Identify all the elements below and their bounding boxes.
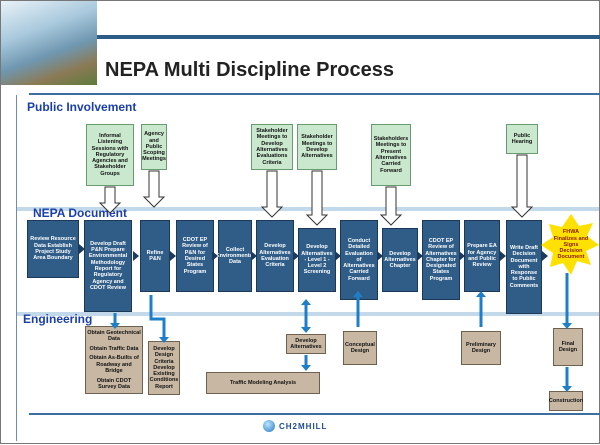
right-arrow-icon xyxy=(500,251,506,261)
ch2mhill-logo: CH2MHILL xyxy=(263,420,327,432)
nepa-box-develop-alternatives-screening: Develop Alternatives - Level 1 - Level 2… xyxy=(298,228,336,292)
engineering-box-obtain-data: Obtain Geotechnical Data Obtain Traffic … xyxy=(85,326,143,394)
globe-icon xyxy=(263,420,275,432)
engineering-box-conceptual-design: Conceptual Design xyxy=(343,331,377,365)
nepa-box-evaluation-criteria: Develop Alternatives Evaluation Criteria xyxy=(256,220,294,292)
down-arrow-icon xyxy=(98,186,122,214)
nepa-band-top xyxy=(17,207,599,211)
title-rule xyxy=(29,93,600,95)
fhwa-box-signs-decision: FHWA Finalizes and Signs Decision Docume… xyxy=(553,229,589,261)
footer-rule xyxy=(29,413,600,415)
engineering-box-design-criteria: Develop Design Criteria Develop Existing… xyxy=(148,341,180,395)
right-arrow-icon xyxy=(133,251,139,261)
right-arrow-icon xyxy=(293,251,299,261)
nepa-box-draft-decision-document: Write Draft Decision Document with Respo… xyxy=(506,220,542,314)
public-box-evaluation-criteria-meetings: Stakeholder Meetings to Develop Alternat… xyxy=(251,124,293,170)
section-nepa-document: NEPA Document xyxy=(33,206,128,220)
engineering-band xyxy=(17,312,599,316)
down-arrow-icon xyxy=(510,154,534,218)
right-arrow-icon xyxy=(542,251,548,261)
right-arrow-icon xyxy=(459,251,465,261)
eng-item-geotechnical: Obtain Geotechnical Data xyxy=(87,329,141,342)
public-box-public-hearing: Public Hearing xyxy=(506,124,538,154)
nepa-box-cdot-ep-review-alternatives: CDOT EP Review of Alternatives Chapter f… xyxy=(422,220,460,300)
title-bar xyxy=(97,35,600,39)
right-arrow-icon xyxy=(377,251,383,261)
engineering-box-develop-alternatives: Develop Alternatives xyxy=(286,334,326,354)
nepa-box-develop-draft-pn: Develop Draft P&N Prepare Environmental … xyxy=(84,220,132,312)
right-arrow-icon xyxy=(212,251,218,261)
right-arrow-icon xyxy=(417,251,423,261)
down-arrow-icon xyxy=(379,186,403,226)
public-box-listening-sessions: Informal Listening Sessions with Regulat… xyxy=(86,124,134,186)
right-arrow-icon xyxy=(79,244,85,254)
public-box-develop-alternatives-meetings: Stakeholder Meetings to Develop Alternat… xyxy=(297,124,337,170)
nepa-box-refine-pn: Refine P&N xyxy=(140,220,170,292)
public-box-scoping-meetings: Agency and Public Scoping Meetings xyxy=(141,124,167,170)
nepa-box-cdot-ep-review-pn: CDOT EP Review of P&N for Desired States… xyxy=(176,220,214,292)
down-arrow-icon xyxy=(260,170,284,218)
logo-text: CH2MHILL xyxy=(279,421,328,431)
left-rule xyxy=(16,95,17,441)
landscape-photo xyxy=(1,1,97,85)
engineering-box-final-design: Final Design xyxy=(553,328,583,366)
slide-title: NEPA Multi Discipline Process xyxy=(105,59,394,81)
nepa-box-review-resource-data: Review Resource Data Establish Project S… xyxy=(27,220,79,278)
down-arrow-icon xyxy=(142,170,166,208)
nepa-box-prepare-ea: Prepare EA for Agency and Public Review xyxy=(464,220,500,292)
engineering-box-traffic-modeling: Traffic Modeling Analysis xyxy=(206,372,320,394)
section-engineering: Engineering xyxy=(23,312,93,326)
engineering-box-preliminary-design: Preliminary Design xyxy=(461,331,501,365)
right-arrow-icon xyxy=(170,251,176,261)
section-public-involvement: Public Involvement xyxy=(27,100,137,114)
right-arrow-icon xyxy=(335,251,341,261)
eng-item-survey: Obtain CDOT Survey Data xyxy=(96,377,132,390)
eng-item-traffic: Obtain Traffic Data xyxy=(89,345,139,352)
down-arrow-icon xyxy=(305,170,329,226)
engineering-box-construction: Construction xyxy=(549,391,583,411)
eng-item-as-builts: Obtain As-Builts of Roadway and Bridge xyxy=(89,355,139,374)
public-box-present-alternatives-meetings: Stakeholders Meetings to Present Alterna… xyxy=(371,124,411,186)
right-arrow-icon xyxy=(251,251,257,261)
